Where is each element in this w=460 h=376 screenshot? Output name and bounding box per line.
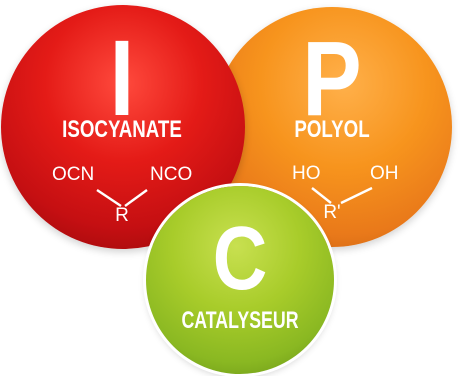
polyol-label: POLYOL (294, 116, 370, 143)
polyol-group-left: HO (292, 163, 321, 184)
polyol-group-right: OH (370, 163, 399, 184)
isocyanate-group-center: R (115, 205, 129, 226)
isocyanate-group-right: NCO (150, 164, 193, 185)
polyol-letter: P (302, 20, 362, 138)
catalyseur-sphere (146, 186, 334, 374)
isocyanate-letter: I (109, 17, 135, 138)
isocyanate-group-left: OCN (52, 164, 95, 185)
polyol-group-center: R' (323, 202, 341, 223)
isocyanate-label: ISOCYANATE (62, 116, 182, 143)
catalyseur-label: CATALYSEUR (181, 307, 299, 334)
catalyseur-letter: C (212, 209, 268, 309)
